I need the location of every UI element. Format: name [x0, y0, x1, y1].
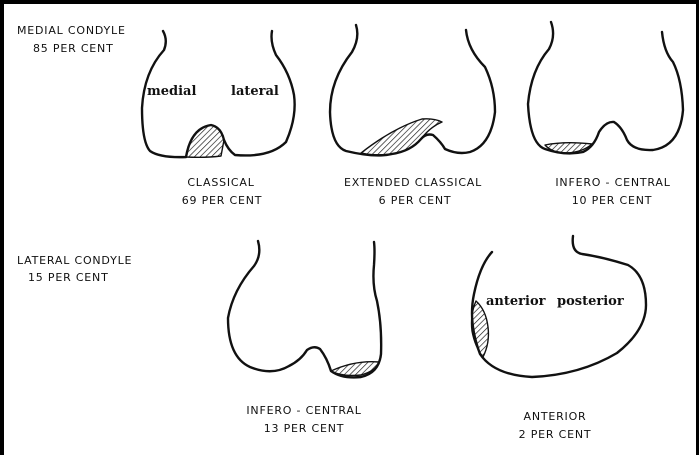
caption-title-anterior: ANTERIOR [523, 410, 586, 424]
caption-title-classical: CLASSICAL [187, 176, 254, 190]
caption-percent-infero-central-medial: 10 PER CENT [572, 194, 653, 208]
caption-title-extended-classical: EXTENDED CLASSICAL [344, 176, 482, 190]
caption-title-infero-central-medial: INFERO - CENTRAL [555, 176, 670, 190]
caption-percent-infero-central-lateral: 13 PER CENT [264, 422, 345, 436]
medial-condyle-heading: MEDIAL CONDYLE [17, 24, 126, 38]
lateral-condyle-heading: LATERAL CONDYLE [17, 254, 132, 268]
condyle-figure-extended-classical [330, 25, 495, 155]
condyle-outline-infero-central-lateral [228, 241, 381, 377]
lesion-extended-classical [361, 119, 442, 155]
condyle-outline-infero-central-medial [528, 22, 683, 153]
caption-percent-classical: 69 PER CENT [182, 194, 263, 208]
side-label-posterior: posterior [557, 294, 624, 309]
side-label-anterior: anterior [486, 294, 545, 309]
condyle-figure-infero-central-medial [528, 22, 683, 153]
caption-title-infero-central-lateral: INFERO - CENTRAL [246, 404, 361, 418]
lateral-condyle-percent: 15 PER CENT [28, 271, 109, 285]
medial-condyle-percent: 85 PER CENT [33, 42, 114, 56]
side-label-medial: medial [147, 84, 196, 99]
condyle-figure-infero-central-lateral [228, 241, 381, 377]
side-label-lateral: lateral [231, 84, 279, 99]
caption-percent-anterior: 2 PER CENT [519, 428, 592, 442]
caption-percent-extended-classical: 6 PER CENT [379, 194, 452, 208]
